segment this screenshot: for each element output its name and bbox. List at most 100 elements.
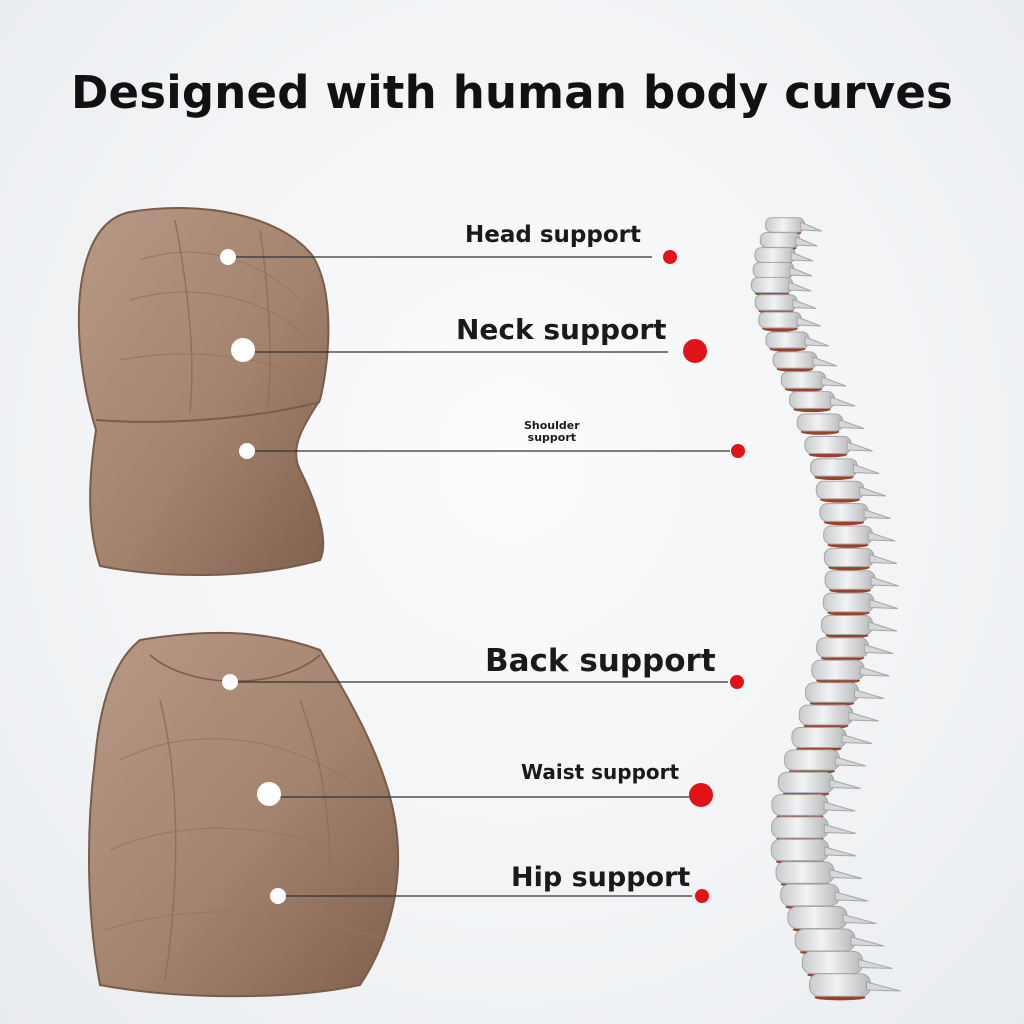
spine-vertebra xyxy=(815,480,865,500)
spine-process xyxy=(823,823,857,834)
spine-process xyxy=(868,621,898,632)
spine-vertebra xyxy=(780,371,827,389)
spine-vertebra xyxy=(777,771,835,794)
spine-vertebra xyxy=(752,261,795,279)
head-support-label: Head support xyxy=(465,222,641,248)
spine-process xyxy=(792,298,817,309)
spine-process xyxy=(796,316,821,327)
neck-marker xyxy=(683,339,707,363)
spine-process xyxy=(841,733,873,744)
spine-process xyxy=(795,236,818,247)
spine-process xyxy=(858,958,893,969)
neck-point xyxy=(231,338,255,362)
spine-vertebra xyxy=(811,659,865,681)
spine-process xyxy=(859,486,887,497)
spine-markers xyxy=(663,250,745,903)
spine-process xyxy=(821,376,847,387)
waist-marker xyxy=(689,783,713,807)
spine-vertebra xyxy=(796,413,844,432)
neck-support-label: Neck support xyxy=(456,313,667,346)
hip-point xyxy=(270,888,286,904)
waist-support-label: Waist support xyxy=(521,760,680,784)
shoulder-support-label: Shoulder support xyxy=(524,419,580,444)
spine-vertebra xyxy=(758,311,802,329)
spine-vertebra xyxy=(770,838,830,862)
spine-process xyxy=(865,981,901,992)
spine-vertebra xyxy=(794,928,856,952)
spine-vertebra xyxy=(809,973,871,997)
back-point xyxy=(222,674,238,690)
spine-process xyxy=(823,801,856,812)
back-marker xyxy=(730,675,744,689)
spine-process xyxy=(824,846,857,857)
waist-point xyxy=(257,782,281,806)
spine-vertebra xyxy=(765,217,805,233)
spine-process xyxy=(804,336,829,347)
spine-process xyxy=(838,418,865,429)
spine-process xyxy=(848,711,879,722)
back-support-label: Back support xyxy=(485,643,716,679)
spine-vertebra xyxy=(824,570,876,590)
head-point xyxy=(220,249,236,265)
spine-vertebra xyxy=(772,351,818,369)
spine-vertebra xyxy=(798,704,854,726)
spine-vertebra xyxy=(754,247,796,263)
leader-lines xyxy=(228,256,730,897)
spine-process xyxy=(846,441,873,452)
spine-process xyxy=(829,778,861,789)
spine-process xyxy=(790,251,814,262)
spine-vertebra xyxy=(823,525,873,545)
spine-process xyxy=(853,688,885,699)
hip-marker xyxy=(695,889,709,903)
spine-process xyxy=(863,508,891,519)
spine-vertebra xyxy=(784,749,840,771)
spine-vertebra xyxy=(823,547,875,568)
spine-process xyxy=(799,221,822,232)
shoulder-point xyxy=(239,443,255,459)
spine-image xyxy=(750,217,901,1001)
spine-vertebra xyxy=(801,950,864,975)
spine-process xyxy=(812,356,838,367)
spine-process xyxy=(850,936,885,947)
spine-vertebra xyxy=(819,503,869,522)
spine-vertebra xyxy=(816,637,869,658)
spine-process xyxy=(852,463,880,474)
spine-process xyxy=(869,598,898,609)
page-title: Designed with human body curves xyxy=(70,66,954,119)
spine-vertebra xyxy=(780,883,840,907)
spine-process xyxy=(863,643,894,654)
spine-vertebra xyxy=(759,232,801,248)
spine-vertebra xyxy=(775,861,835,884)
spine-vertebra xyxy=(804,435,852,455)
spine-vertebra xyxy=(787,906,848,929)
spine-vertebra xyxy=(754,294,798,311)
spine-process xyxy=(834,756,867,767)
spine-process xyxy=(859,666,890,677)
spine-vertebra xyxy=(789,391,835,409)
spine-process xyxy=(867,531,896,542)
spine-vertebra xyxy=(771,794,829,816)
spine-process xyxy=(829,868,863,879)
lumbar-pillow-image xyxy=(88,631,400,998)
shoulder-marker xyxy=(731,444,745,458)
spine-vertebra xyxy=(805,682,859,703)
spine-vertebra xyxy=(771,816,829,839)
spine-process xyxy=(869,553,898,564)
neck-pillow-image xyxy=(77,207,330,577)
spine-vertebra xyxy=(750,276,794,294)
spine-process xyxy=(834,891,869,902)
pillow-points xyxy=(220,249,286,904)
spine-vertebra xyxy=(810,458,858,477)
spine-vertebra xyxy=(820,615,874,635)
spine-process xyxy=(789,266,813,277)
hip-support-label: Hip support xyxy=(511,862,691,893)
spine-process xyxy=(829,396,856,407)
spine-vertebra xyxy=(765,331,810,349)
spine-process xyxy=(870,576,899,587)
spine-vertebra xyxy=(791,726,847,749)
spine-vertebra xyxy=(822,592,875,613)
spine-process xyxy=(842,913,877,924)
spine-process xyxy=(788,281,812,292)
